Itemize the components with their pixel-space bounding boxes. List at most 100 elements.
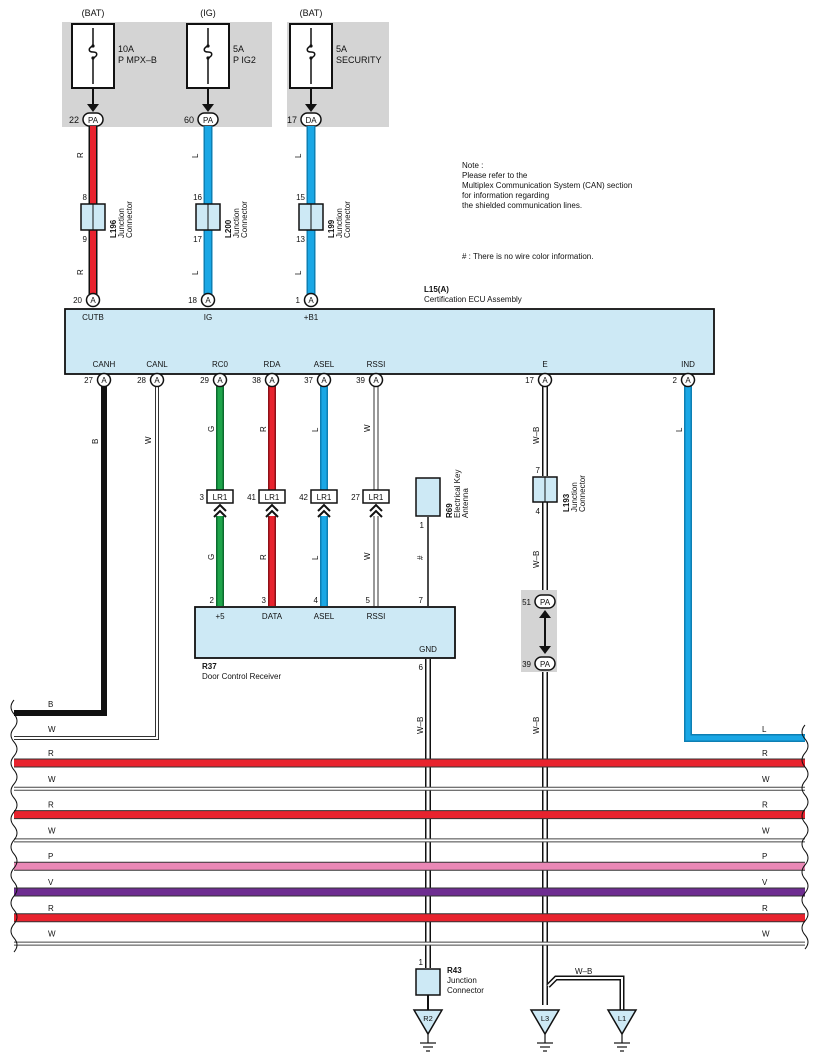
ecu-bottom-pin-num-3: 29	[200, 376, 209, 385]
svg-text:Multiplex Communication System: Multiplex Communication System (CAN) sec…	[462, 181, 632, 190]
antenna-desc1: Electrical Key	[453, 470, 462, 518]
ecu-bottom-pins: A A A A A A A A	[96, 372, 696, 388]
arrow-down-icon	[539, 646, 551, 654]
receiver-gnd-pin: 6	[419, 663, 424, 672]
bus-wire-label-left: R	[48, 749, 54, 758]
wire-color-2a: L	[191, 153, 200, 158]
bus-wire-label-right: R	[762, 904, 768, 913]
svg-text:A: A	[90, 296, 96, 305]
wire-color-3a: L	[294, 153, 303, 158]
junction-l199-pin-top: 15	[296, 193, 305, 202]
receiver-label-asel: ASEL	[314, 612, 335, 621]
pa-pin-top: 51	[522, 598, 531, 607]
wire-color-antenna: #	[416, 555, 425, 560]
svg-text:DA: DA	[305, 116, 317, 125]
wire-color-1a: R	[76, 152, 85, 158]
fuse-supply-2: (IG)	[200, 8, 216, 18]
receiver-pin-4: 4	[314, 596, 319, 605]
svg-text:A: A	[373, 376, 379, 385]
bus-wire-label-left: R	[48, 801, 54, 810]
bus-wire-label-right: W	[762, 826, 770, 835]
bus-label-l-right: L	[762, 725, 767, 734]
junction-r43	[415, 968, 441, 996]
receiver-id: R37	[202, 662, 217, 671]
bus-wire-label-left: W	[48, 775, 56, 784]
wire-color-gnd: W–B	[416, 717, 425, 734]
svg-text:A: A	[308, 296, 314, 305]
ecu-bottom-pin-num-7: 17	[525, 376, 534, 385]
svg-text:LR1: LR1	[317, 493, 332, 502]
fuse-1-rating: 10A	[118, 44, 134, 54]
ecu-bottom-pin-num-1: 27	[84, 376, 93, 385]
wire-w-canl	[14, 386, 158, 739]
bus-wire-label-right: W	[762, 775, 770, 784]
ecu-label-canh: CANH	[93, 360, 116, 369]
junction-r43-desc1: Junction	[447, 976, 477, 985]
ecu-label-rssi: RSSI	[367, 360, 386, 369]
junction-l193-desc1: Junction	[570, 482, 579, 512]
ground-r2-icon: R2	[412, 1009, 444, 1052]
bus-wire-label-left: P	[48, 852, 53, 861]
wire-color-l193-lower: W–B	[532, 551, 541, 568]
ecu-bottom-pin-num-2: 28	[137, 376, 146, 385]
svg-text:A: A	[154, 376, 160, 385]
svg-text:PA: PA	[540, 660, 551, 669]
pa-pin-bot: 39	[522, 660, 531, 669]
fuse-1-pin: 22	[69, 115, 79, 125]
receiver-box	[194, 606, 456, 659]
svg-text:LR1: LR1	[213, 493, 228, 502]
ground-l3-icon: L3	[529, 1009, 561, 1052]
wire-color-canh: B	[91, 439, 100, 444]
bus-wire-label-right: R	[762, 801, 768, 810]
wire-color-asel: L	[311, 427, 320, 432]
ecu-bottom-pin-num-4: 38	[252, 376, 261, 385]
svg-text:A: A	[321, 376, 327, 385]
receiver-label-rssi: RSSI	[367, 612, 386, 621]
bus-wire-label-right: R	[762, 749, 768, 758]
ecu-label-rc0: RC0	[212, 360, 229, 369]
svg-text:Note :: Note :	[462, 161, 483, 170]
break-edge-right	[801, 724, 809, 950]
wire-color-asel-lower: L	[311, 555, 320, 560]
bus-wire-label-left: W	[48, 930, 56, 939]
wire-color-3b: L	[294, 270, 303, 275]
ecu-top-pin-ig: A	[200, 292, 216, 308]
junction-l193-pin-bot: 4	[536, 507, 541, 516]
svg-text:PA: PA	[203, 116, 214, 125]
svg-text:LR1: LR1	[369, 493, 384, 502]
fuse-supply-1: (BAT)	[82, 8, 105, 18]
receiver-name: Door Control Receiver	[202, 672, 281, 681]
svg-text:A: A	[542, 376, 548, 385]
ecu-label-asel: ASEL	[314, 360, 335, 369]
junction-l196	[80, 203, 106, 231]
ecu-label-cutb: CUTB	[82, 313, 104, 322]
svg-text:PA: PA	[88, 116, 99, 125]
svg-text:A: A	[205, 296, 211, 305]
junction-l193-id: L193	[562, 493, 571, 512]
ecu-name: Certification ECU Assembly	[424, 295, 522, 304]
junction-l200-pin-top: 16	[193, 193, 202, 202]
junction-l196-id: L196	[109, 219, 118, 238]
junction-l199-desc2: Connector	[343, 201, 352, 238]
receiver-pin-7: 7	[419, 596, 424, 605]
ecu-label-canl: CANL	[146, 360, 168, 369]
wire-color-2b: L	[191, 270, 200, 275]
svg-text:A: A	[269, 376, 275, 385]
receiver-pin-2: 2	[210, 596, 215, 605]
wire-wb-l1	[547, 977, 623, 1010]
ecu-box	[64, 308, 715, 375]
ecu-label-b1: +B1	[304, 313, 319, 322]
junction-r43-id: R43	[447, 966, 462, 975]
svg-text:LR1: LR1	[265, 493, 280, 502]
junction-l199-desc1: Junction	[335, 208, 344, 238]
pa-connector-top: PA	[534, 594, 556, 609]
junction-l200-desc1: Junction	[232, 208, 241, 238]
ecu-bottom-pin-num-5: 37	[304, 376, 313, 385]
svg-text:for information regarding: for information regarding	[462, 191, 549, 200]
svg-text:L1: L1	[618, 1014, 626, 1023]
ecu-top-pin-num-1: 20	[73, 296, 82, 305]
junction-l196-desc1: Junction	[117, 208, 126, 238]
antenna-id: R69	[445, 503, 454, 518]
receiver-label-data: DATA	[262, 612, 283, 621]
